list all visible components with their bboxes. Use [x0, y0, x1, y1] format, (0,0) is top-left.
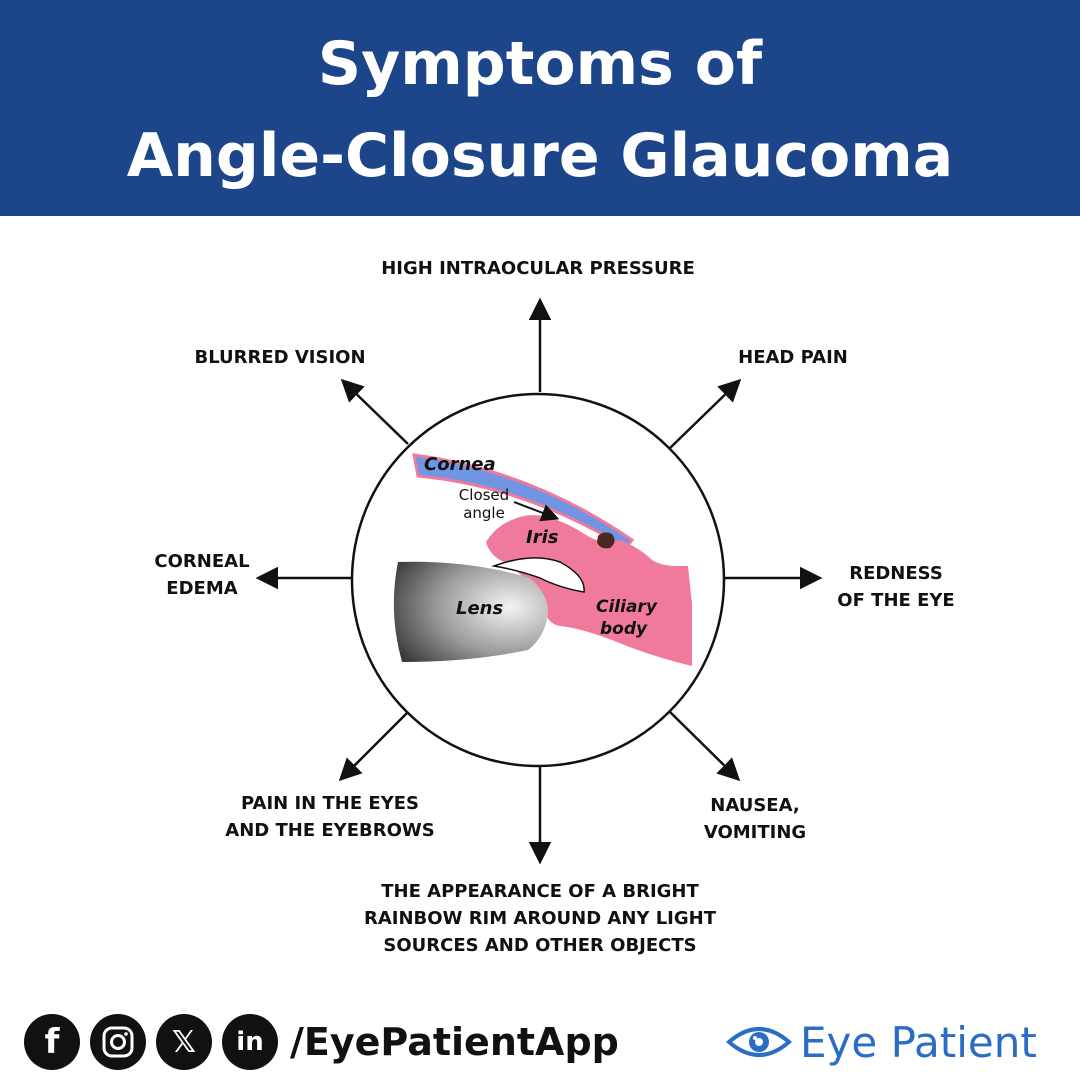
instagram-icon[interactable]: [90, 1014, 146, 1070]
closed-angle-label-line2: angle: [463, 504, 505, 522]
symptom-redness-line2: OF THE EYE: [837, 590, 955, 611]
symptom-rainbow-rim-line2: RAINBOW RIM AROUND ANY LIGHT: [364, 908, 716, 929]
symptom-head-pain: HEAD PAIN: [718, 344, 868, 371]
cornea-shape: [412, 453, 635, 550]
brand-name: Eye Patient: [800, 1017, 1037, 1067]
symptom-head-pain-text: HEAD PAIN: [738, 347, 848, 368]
symptom-nausea-line2: VOMITING: [703, 822, 807, 843]
symptom-eye-pain-line1: PAIN IN THE EYES: [240, 793, 420, 814]
x-glyph: 𝕏: [171, 1024, 197, 1060]
symptom-blurred-vision-text: BLURRED VISION: [194, 347, 366, 368]
instagram-glyph: [102, 1026, 134, 1058]
symptom-eye-pain: PAIN IN THE EYES AND THE EYEBROWS: [205, 790, 455, 844]
symptom-blurred-vision: BLURRED VISION: [180, 344, 380, 371]
symptom-corneal-edema: CORNEAL EDEMA: [132, 548, 272, 602]
symptom-high-pressure-text: HIGH INTRAOCULAR PRESSURE: [381, 258, 695, 279]
lens-shape: [393, 561, 548, 662]
symptom-corneal-edema-line1: CORNEAL: [154, 551, 250, 572]
symptom-rainbow-rim-line1: THE APPEARANCE OF A BRIGHT: [381, 881, 699, 902]
symptom-nausea-line1: NAUSEA,: [710, 795, 800, 816]
symptom-high-pressure: HIGH INTRAOCULAR PRESSURE: [338, 255, 738, 282]
iris-inner-channel: [491, 557, 585, 593]
arrow-top-left: [340, 378, 409, 445]
symptom-arrows: [255, 297, 823, 865]
eye-logo-icon: [726, 1027, 792, 1057]
page-title-line2: Angle-Closure Glaucoma: [126, 121, 954, 191]
lens-label: Lens: [456, 598, 503, 619]
x-icon[interactable]: 𝕏: [156, 1014, 212, 1070]
facebook-glyph: f: [44, 1022, 60, 1062]
social-handle[interactable]: /EyePatientApp: [290, 1020, 619, 1064]
brand-logo: Eye Patient: [726, 1014, 1037, 1070]
cornea-label: Cornea: [424, 454, 496, 475]
ciliary-label-line2: body: [600, 619, 648, 639]
symptom-rainbow-rim: THE APPEARANCE OF A BRIGHT RAINBOW RIM A…: [330, 878, 750, 959]
page-title-line1: Symptoms of: [317, 29, 763, 99]
symptom-redness: REDNESS OF THE EYE: [826, 560, 966, 614]
iris-ciliary-shape: [486, 515, 692, 666]
arrow-bottom-left: [338, 711, 409, 782]
symptom-redness-line1: REDNESS: [849, 563, 943, 584]
closed-angle-arrow: [513, 501, 560, 522]
symptom-nausea: NAUSEA, VOMITING: [680, 792, 830, 846]
symptom-rainbow-rim-line3: SOURCES AND OTHER OBJECTS: [383, 935, 697, 956]
symptom-eye-pain-line2: AND THE EYEBROWS: [225, 820, 435, 841]
iris-label: Iris: [526, 527, 559, 548]
symptom-corneal-edema-line2: EDEMA: [166, 578, 238, 599]
facebook-icon[interactable]: f: [24, 1014, 80, 1070]
linkedin-icon[interactable]: in: [222, 1014, 278, 1070]
closed-angle-label-line1: Closed: [459, 486, 509, 504]
arrow-bottom-right: [669, 711, 741, 782]
trabecular-spot: [597, 532, 615, 549]
social-links: f 𝕏 in /EyePatientApp: [24, 1012, 619, 1072]
linkedin-glyph: in: [236, 1027, 264, 1057]
header-banner: Symptoms of Angle-Closure Glaucoma: [0, 0, 1080, 216]
ciliary-label-line1: Ciliary: [596, 597, 658, 617]
arrow-top-right: [669, 378, 742, 449]
